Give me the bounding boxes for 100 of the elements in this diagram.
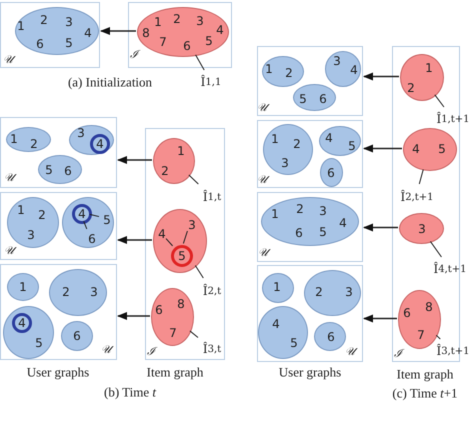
highlight-circle: [12, 313, 32, 333]
node-number: 6: [73, 329, 81, 343]
node-number: 6: [183, 39, 191, 53]
node-number: 6: [403, 306, 411, 320]
cluster-ellipse: [153, 209, 207, 273]
cluster-ellipse: [325, 51, 361, 87]
node-number: 5: [178, 249, 186, 263]
cluster-ellipse: [399, 213, 444, 244]
graph-panel: [0, 2, 100, 68]
node-number: 6: [295, 226, 303, 240]
graph-symbol: 𝒰: [3, 53, 13, 67]
subfigure-caption: (a) Initialization: [68, 74, 152, 90]
node-number: 3: [90, 285, 98, 299]
node-number: 3: [196, 14, 204, 28]
node-number: 4: [350, 63, 358, 77]
arrow: [117, 236, 152, 244]
cluster-ellipse: [15, 7, 99, 55]
highlight-circle: [171, 245, 193, 267]
cluster-ellipse: [263, 124, 313, 175]
cluster-ellipse: [49, 269, 107, 316]
graph-panel: [0, 117, 117, 188]
connector-line: [182, 230, 188, 244]
cluster-ellipse: [403, 128, 457, 171]
column-caption: User graphs: [26, 364, 90, 380]
node-number: 3: [418, 222, 426, 236]
cluster-ellipse: [6, 127, 51, 152]
node-number: 2: [407, 81, 415, 95]
node-number: 1: [10, 132, 18, 146]
node-number: 4: [78, 207, 86, 221]
node-number: 8: [425, 300, 433, 314]
node-number: 3: [333, 54, 341, 68]
node-number: 3: [345, 285, 353, 299]
cluster-ellipse: [38, 155, 82, 184]
cluster-ellipse: [320, 158, 343, 187]
node-number: 7: [417, 328, 425, 342]
connector-line: [166, 238, 174, 246]
cluster-ellipse: [400, 54, 444, 101]
node-number: 5: [45, 163, 53, 177]
node-number: 1: [273, 280, 281, 294]
arrow: [100, 27, 136, 35]
node-number: 4: [325, 131, 333, 145]
graph-panel: [257, 192, 363, 262]
graph-symbol: ℐ: [394, 347, 402, 361]
arrow: [363, 144, 402, 152]
node-number: 4: [272, 317, 280, 331]
connector-line: [436, 334, 441, 340]
graph-panel: [145, 128, 225, 360]
node-number: 2: [62, 285, 70, 299]
graph-panel: [0, 264, 117, 360]
node-number: 4: [156, 226, 168, 242]
highlight-circle: [72, 204, 92, 224]
node-number: 7: [169, 326, 177, 340]
node-number: 1: [17, 19, 25, 33]
node-number: 3: [319, 204, 327, 218]
node-number: 2: [30, 137, 38, 151]
graph-symbol: 𝒰: [101, 343, 111, 357]
arrow: [363, 72, 399, 80]
cluster-ellipse: [314, 322, 346, 351]
cluster-ellipse: [262, 56, 304, 87]
cluster-ellipse: [61, 321, 93, 351]
node-number: 1: [271, 207, 279, 221]
node-number: 2: [40, 13, 48, 27]
graph-symbol: ℐ: [130, 48, 138, 62]
node-number: 8: [177, 297, 185, 311]
node-number: 1: [425, 61, 433, 75]
node-number: 2: [296, 202, 304, 216]
node-number: 4: [216, 23, 224, 37]
node-number: 1: [17, 203, 25, 217]
cluster-ellipse: [262, 273, 294, 303]
subfigure-caption: (c) Time t+1: [392, 386, 458, 400]
node-number: 3: [281, 156, 289, 170]
graph-panel: [128, 2, 232, 68]
connector-line: [434, 94, 444, 108]
node-number: 2: [285, 66, 293, 80]
connector-line: [430, 240, 442, 258]
graph-symbol: 𝒰: [4, 244, 14, 258]
node-number: 3: [77, 126, 85, 140]
column-caption: User graphs: [278, 364, 342, 380]
subfigure-caption: (b) Time t: [104, 384, 156, 400]
cluster-ellipse: [7, 273, 39, 301]
highlight-circle: [90, 134, 110, 154]
node-number: 6: [86, 231, 98, 247]
node-number: 2: [315, 285, 323, 299]
node-number: 4: [339, 216, 347, 230]
arrow: [363, 224, 398, 232]
connector-line: [89, 214, 100, 218]
column-caption: Item graph: [396, 366, 454, 382]
node-number: 5: [205, 34, 213, 48]
node-number: 6: [327, 166, 335, 180]
cluster-ellipse: [293, 84, 336, 111]
cluster-ellipse: [153, 138, 195, 184]
graph-panel: [257, 265, 363, 362]
graph-panel: [0, 192, 117, 260]
cluster-ellipse: [261, 197, 359, 246]
graph-symbol: 𝒰: [4, 171, 14, 185]
node-number: 2: [173, 12, 181, 26]
cluster-ellipse: [69, 125, 114, 155]
connector-line: [188, 174, 199, 184]
connector-line: [194, 265, 204, 278]
node-number: 5: [290, 336, 298, 350]
